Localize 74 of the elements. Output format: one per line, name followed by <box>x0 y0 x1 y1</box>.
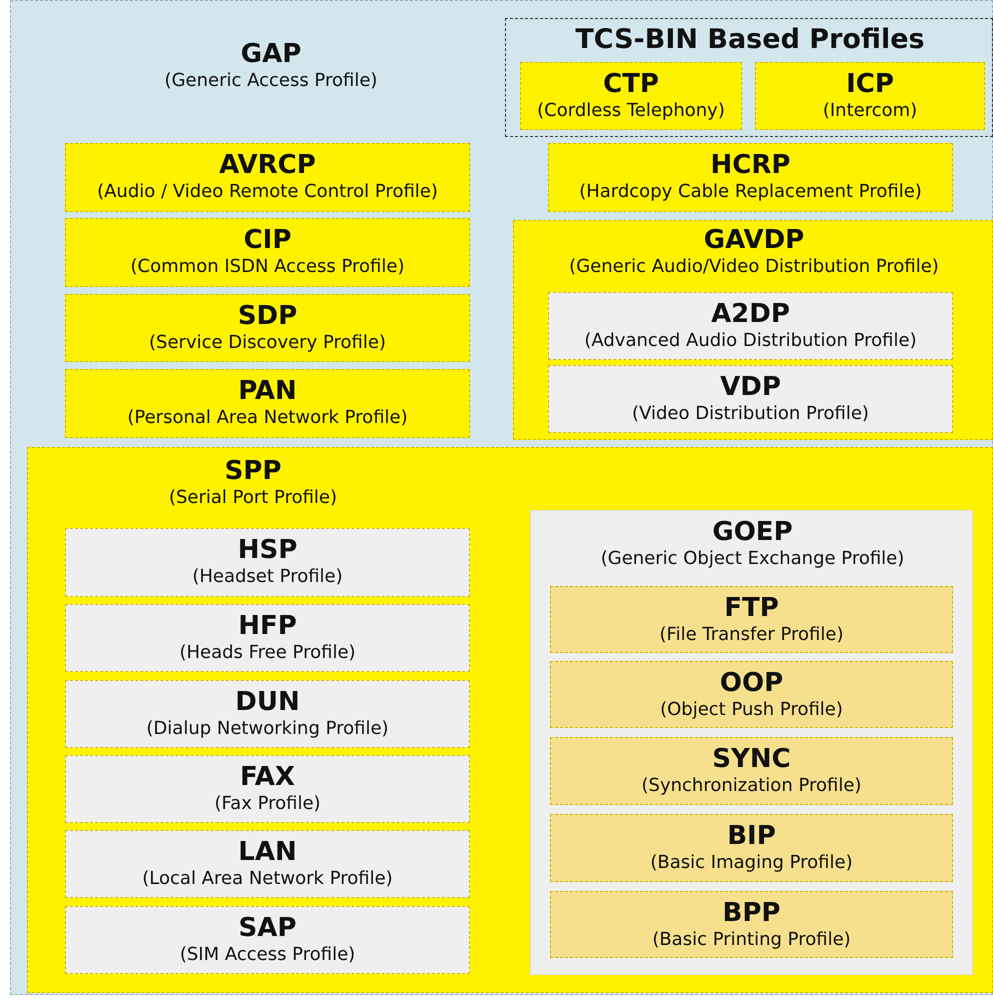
profile-box <box>548 365 953 433</box>
profile-name: SDP <box>238 301 298 331</box>
profile-box <box>530 510 973 975</box>
profile-box <box>550 891 953 958</box>
profile-name: HFP <box>238 611 297 641</box>
profile-description: (Object Push Profile) <box>660 698 843 722</box>
profile-name: GAP <box>240 39 302 69</box>
group-box <box>505 18 993 137</box>
profile-box <box>550 737 953 805</box>
profile-name: PAN <box>238 376 297 406</box>
profile-description: (Generic Access Profile) <box>164 69 378 93</box>
profile-box <box>520 62 742 130</box>
profile-name: GOEP <box>712 517 793 547</box>
profile-name: LAN <box>238 837 297 867</box>
profile-description: (Hardcopy Cable Replacement Profile) <box>579 180 922 204</box>
profile-box <box>755 62 985 130</box>
profile-box <box>550 814 953 882</box>
profile-name: OOP <box>720 668 784 698</box>
profile-description: (Video Distribution Profile) <box>632 402 869 426</box>
profile-description: (Basic Imaging Profile) <box>650 851 853 875</box>
profile-description: (Common ISDN Access Profile) <box>130 255 404 279</box>
profile-description: (Generic Audio/Video Distribution Profile) <box>569 255 939 279</box>
profile-name: AVRCP <box>219 150 316 180</box>
profile-name: GAVDP <box>704 225 804 255</box>
profile-box <box>65 604 470 672</box>
profile-description: (Headset Profile) <box>192 565 343 589</box>
profile-box <box>65 369 470 438</box>
profile-name: TCS-BIN Based Profiles <box>575 25 925 55</box>
profile-description: (File Transfer Profile) <box>660 623 844 647</box>
profile-box <box>550 586 953 653</box>
profile-name: FTP <box>724 593 779 623</box>
profile-name: DUN <box>235 687 300 717</box>
profile-description: (Cordless Telephony) <box>537 99 725 123</box>
profile-box <box>10 0 993 995</box>
profile-name: VDP <box>720 372 781 402</box>
profile-description: (Service Discovery Profile) <box>149 331 386 355</box>
profile-box <box>548 292 953 360</box>
profile-description: (Local Area Network Profile) <box>142 867 393 891</box>
profile-box <box>65 906 470 974</box>
profile-name: SPP <box>224 456 282 486</box>
profile-box <box>65 528 470 597</box>
profile-box <box>27 447 993 993</box>
profile-description: (Audio / Video Remote Control Profile) <box>97 180 438 204</box>
profile-name: CTP <box>603 69 659 99</box>
profile-box <box>550 661 953 728</box>
profile-name: BPP <box>722 898 780 928</box>
profile-description: (Heads Free Profile) <box>179 641 356 665</box>
profile-name: BIP <box>727 821 776 851</box>
profile-box <box>65 830 470 898</box>
profile-description: (Synchronization Profile) <box>642 774 862 798</box>
profile-name: A2DP <box>711 299 790 329</box>
profile-name: SYNC <box>712 744 791 774</box>
profile-description: (Serial Port Profile) <box>168 486 338 510</box>
profile-box <box>548 143 953 212</box>
profile-description: (Advanced Audio Distribution Profile) <box>584 329 917 353</box>
profile-name: SAP <box>238 913 296 943</box>
profile-description: (Personal Area Network Profile) <box>127 406 408 430</box>
profile-name: FAX <box>240 762 295 792</box>
profile-description: (Generic Object Exchange Profile) <box>600 547 904 571</box>
profile-box <box>65 294 470 362</box>
profile-name: HCRP <box>710 150 790 180</box>
profile-description: (Basic Printing Profile) <box>652 928 851 952</box>
profile-description: (Intercom) <box>822 99 918 123</box>
profile-box <box>65 218 470 287</box>
profile-description: (Dialup Networking Profile) <box>146 717 389 741</box>
profile-name: HSP <box>238 535 298 565</box>
profile-name: CIP <box>244 225 292 255</box>
profile-description: (Fax Profile) <box>214 792 321 816</box>
profile-description: (SIM Access Profile) <box>180 943 356 967</box>
profile-box <box>513 220 993 440</box>
profile-box <box>65 143 470 212</box>
profile-name: ICP <box>846 69 894 99</box>
profile-box <box>65 680 470 748</box>
profile-box <box>65 755 470 823</box>
